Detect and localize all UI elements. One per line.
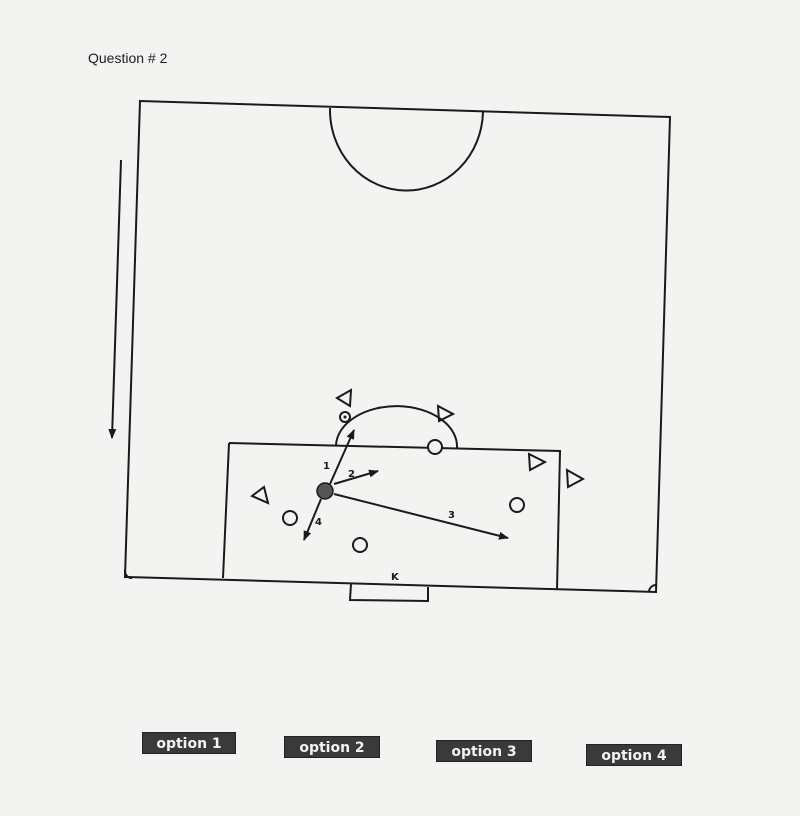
option-3-button[interactable]: option 3 xyxy=(436,740,532,762)
pass-arrow-4 xyxy=(303,498,322,541)
pass-arrow-3 xyxy=(333,493,509,540)
direction-arrow xyxy=(108,159,122,439)
pass-arrow-1 xyxy=(329,429,355,485)
defender-player xyxy=(427,439,443,455)
attacker-player xyxy=(335,388,353,408)
pass-arrow-2 xyxy=(333,469,379,485)
field-boundary xyxy=(123,99,672,594)
option-2-button[interactable]: option 2 xyxy=(284,736,380,758)
question-title: Question # 2 xyxy=(88,50,168,66)
penalty-arc xyxy=(335,405,459,449)
penalty-box xyxy=(222,442,562,591)
pass-label-2: 2 xyxy=(348,469,355,480)
attacker-player xyxy=(436,404,456,423)
defender-marker-dot xyxy=(343,415,347,419)
defender-player xyxy=(509,497,525,513)
goalkeeper-label: K xyxy=(391,572,400,583)
corner-arc-right xyxy=(648,584,657,593)
pass-label-4: 4 xyxy=(315,517,322,528)
defender-player xyxy=(282,510,298,526)
defender-player xyxy=(352,537,368,553)
center-circle xyxy=(328,107,484,192)
corner-arc-left xyxy=(123,569,133,580)
defender-player xyxy=(339,411,351,423)
goal xyxy=(348,583,429,603)
pass-label-1: 1 xyxy=(323,461,330,472)
ball-carrier xyxy=(316,482,334,500)
pass-label-3: 3 xyxy=(448,510,455,521)
option-4-button[interactable]: option 4 xyxy=(586,744,682,766)
attacker-player xyxy=(250,485,270,505)
attacker-player xyxy=(565,468,586,489)
attacker-player xyxy=(527,452,548,472)
option-1-button[interactable]: option 1 xyxy=(142,732,236,754)
